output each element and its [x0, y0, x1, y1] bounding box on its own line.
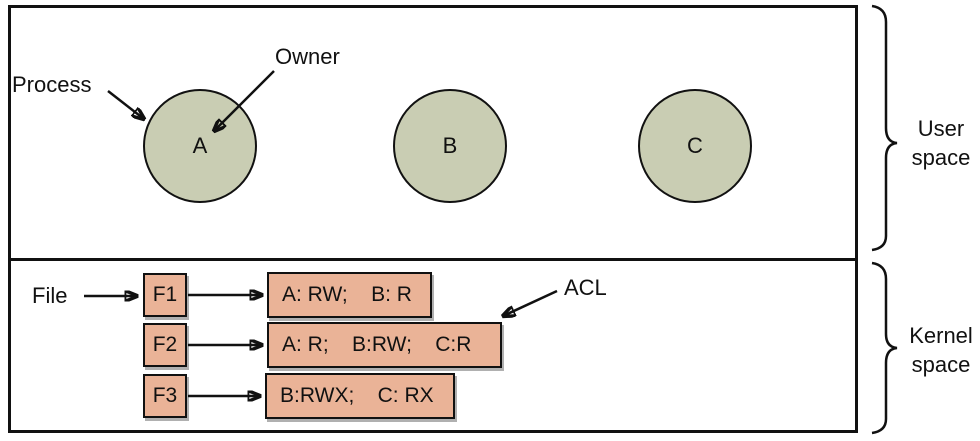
- process-pointer-label: Process: [12, 72, 92, 97]
- file-box-f3: F3: [143, 374, 187, 418]
- process-label-b: B: [442, 133, 458, 158]
- acl-box-f3: B:RWX; C: RX: [265, 373, 455, 419]
- file-name-f2: F2: [152, 333, 178, 356]
- acl-entries-f3: B:RWX; C: RX: [280, 384, 434, 407]
- user-space-label: User space: [911, 116, 971, 170]
- file-name-f3: F3: [152, 384, 178, 407]
- process-label-c: C: [687, 133, 703, 158]
- acl-pointer-label: ACL: [564, 275, 607, 300]
- kernel-space-label: Kernel space: [909, 323, 973, 377]
- process-circle-a: A: [143, 89, 257, 203]
- acl-box-f1: A: RW; B: R: [267, 272, 432, 318]
- process-label-a: A: [192, 133, 208, 158]
- process-circle-c: C: [638, 89, 752, 203]
- user-space-brace: [871, 4, 898, 252]
- owner-pointer-label: Owner: [275, 44, 340, 69]
- acl-entries-f2: A: R; B:RW; C:R: [282, 333, 472, 356]
- file-box-f2: F2: [143, 323, 187, 367]
- file-pointer-label: File: [32, 283, 68, 308]
- acl-box-f2: A: R; B:RW; C:R: [267, 322, 502, 368]
- system-boundary-rect: [8, 5, 858, 433]
- process-circle-b: B: [393, 89, 507, 203]
- file-box-f1: F1: [143, 273, 187, 317]
- acl-entries-f1: A: RW; B: R: [282, 283, 412, 306]
- kernel-space-brace: [871, 261, 898, 435]
- file-name-f1: F1: [152, 283, 178, 306]
- user-kernel-divider: [8, 258, 858, 261]
